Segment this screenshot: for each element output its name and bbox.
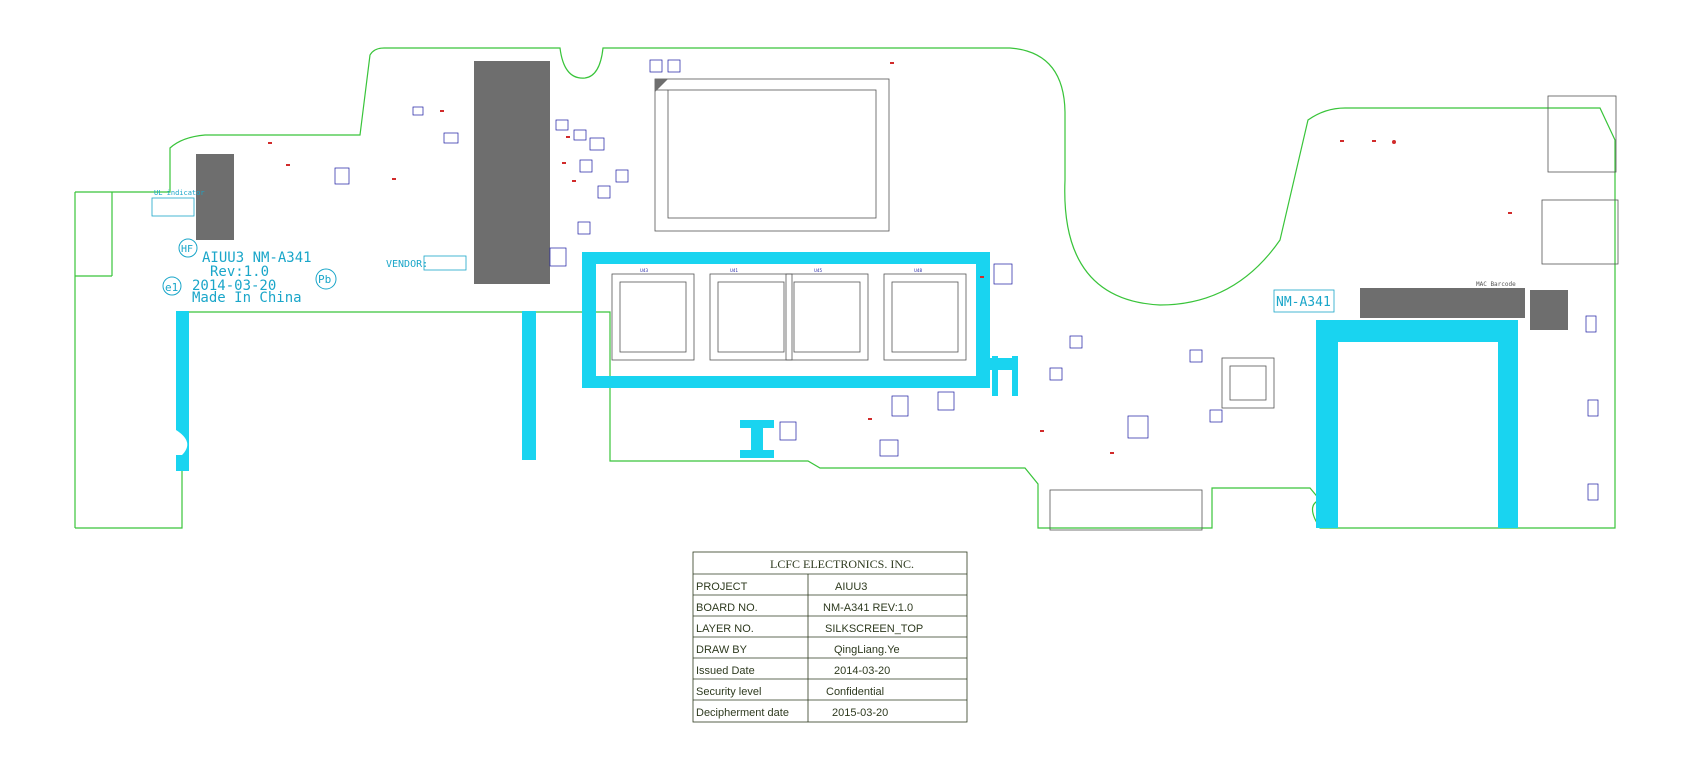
row-value-decipherment-date: 2015-03-20: [832, 707, 888, 719]
ram-chip-3: [785, 273, 869, 361]
e1-mark-circle: [162, 276, 182, 296]
copper-areas: [176, 252, 1518, 528]
pb-mark: Pb: [318, 273, 331, 286]
title-block: LCFC ELECTRONICS. INC. PROJECT AIUU3 BOA…: [692, 551, 968, 723]
component-footprints: [334, 59, 1599, 501]
board-tag: NM-A341: [1276, 295, 1331, 310]
row-value-draw-by: QingLiang.Ye: [834, 644, 900, 656]
cpu-outline: [654, 78, 890, 232]
row-value-security-level: Confidential: [826, 686, 884, 698]
row-value-layer-no: SILKSCREEN_TOP: [825, 623, 923, 635]
keepout-block-center: [474, 61, 550, 284]
copper-mid-base: [740, 450, 774, 458]
ram-chips: [611, 273, 967, 361]
mac-label: MAC Barcode: [1476, 281, 1516, 288]
row-label-layer-no: LAYER NO.: [696, 623, 754, 635]
pb-mark-circle: [315, 268, 337, 290]
polarity-marks: [268, 62, 1512, 454]
copper-connector-right: [1012, 356, 1018, 396]
e1-mark: e1: [165, 281, 178, 294]
led-label: UL indicator: [154, 189, 205, 197]
ram-label-2: U41: [730, 268, 738, 273]
copper-mid-strip: [522, 311, 536, 460]
ram-label-1: U43: [640, 268, 648, 273]
vendor-label: VENDOR:: [386, 259, 428, 270]
ram-label-3: U45: [814, 268, 822, 273]
title-block-company: LCFC ELECTRONICS. INC.: [770, 557, 914, 571]
row-label-draw-by: DRAW BY: [696, 644, 748, 656]
copper-left-notch: [176, 430, 188, 455]
ram-label-4: U48: [914, 268, 922, 273]
board-tag-box: [1273, 289, 1335, 313]
keepout-block-left: [196, 154, 234, 240]
row-label-security-level: Security level: [696, 686, 761, 698]
copper-mid-stem: [751, 420, 763, 458]
misc-outlines: [151, 95, 1619, 531]
board-date-text: 2014-03-20: [192, 278, 276, 294]
row-label-project: PROJECT: [696, 581, 748, 593]
copper-connector-left: [992, 356, 998, 396]
row-value-issued-date: 2014-03-20: [834, 665, 890, 677]
keepout-block-mac: [1360, 288, 1525, 318]
cpu-gray-fill: [655, 79, 668, 92]
row-value-project: AIUU3: [835, 581, 867, 593]
row-value-board-no: NM-A341 REV:1.0: [823, 602, 913, 614]
row-label-board-no: BOARD NO.: [696, 602, 758, 614]
copper-left-strip: [176, 311, 189, 471]
ram-chip-4: [883, 273, 967, 361]
board-model-text: AIUU3 NM-A341: [202, 250, 312, 266]
led-box: [151, 197, 195, 217]
hf-mark-circle: [178, 238, 198, 258]
copper-right-u: [1316, 320, 1518, 528]
keepout-block-right: [1530, 290, 1568, 330]
row-label-issued-date: Issued Date: [696, 665, 755, 677]
board-made-text: Made In China: [192, 290, 302, 306]
silkscreen-text: HF e1 Pb AIUU3 NM-A341 Rev:1.0 2014-03-2…: [154, 189, 1516, 310]
bottom-connector: [1049, 489, 1203, 531]
right-mid-connector: [1541, 199, 1619, 265]
right-top-connector: [1547, 95, 1617, 173]
pch-chip: [1221, 357, 1275, 409]
ram-chip-2: [709, 273, 793, 361]
hf-mark: HF: [181, 244, 193, 255]
keepout-blocks: [196, 61, 1568, 330]
board-rev-text: Rev:1.0: [210, 264, 269, 280]
row-label-decipherment-date: Decipherment date: [696, 707, 789, 719]
vendor-box: [423, 255, 467, 271]
ram-chip-1: [611, 273, 695, 361]
